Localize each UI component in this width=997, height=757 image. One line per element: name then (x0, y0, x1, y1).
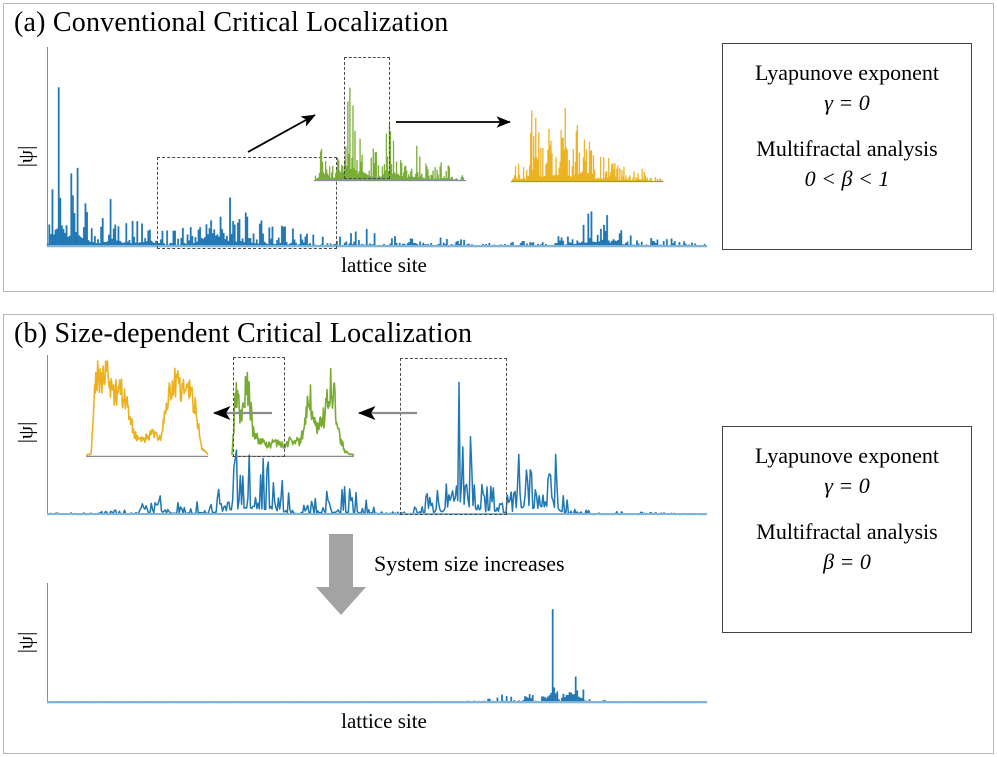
panel-a-infobox: Lyapunove exponent γ = 0 Multifractal an… (722, 43, 972, 250)
panel-b-xlabel: lattice site (341, 709, 427, 733)
panel-b-bottom-y-axis-line (47, 583, 49, 703)
b-inset1-trace (231, 367, 355, 456)
panel-a-info-line-1: Lyapunove exponent (755, 60, 939, 85)
panel-b-bottom-baseline (47, 701, 707, 703)
panel-a-arrows (247, 114, 511, 153)
panel-a-arrow-1 (247, 114, 316, 153)
panel-b-top-y-axis-line (47, 355, 49, 515)
panel-b-top-baseline (47, 513, 707, 515)
panel-a-info-line-3: Multifractal analysis (756, 136, 938, 161)
panel-b-infobox: Lyapunove exponent γ = 0 Multifractal an… (722, 426, 972, 633)
panel-b-top-axes (47, 355, 707, 516)
panel-a-selection-box-1 (157, 157, 337, 249)
panel-b-selection-box-1 (400, 358, 507, 515)
panel-b-bottom-axes (46, 583, 708, 704)
panel-a: (a) Conventional Critical Localization |… (3, 3, 994, 292)
panel-b-info-line-2: γ = 0 (824, 473, 870, 498)
panel-b-info-line-4: β = 0 (823, 549, 871, 574)
b-main-bottom-trace (46, 609, 708, 704)
panel-b-info-line-3: Multifractal analysis (756, 519, 938, 544)
panel-a-axes (46, 47, 708, 249)
panel-a-selection-box-2 (344, 57, 390, 179)
panel-b-info-line-1: Lyapunove exponent (755, 443, 939, 468)
panel-b-bottom-plot (46, 609, 708, 704)
panel-b-info-gap (735, 501, 959, 517)
panel-a-info-line-2: γ = 0 (824, 90, 870, 115)
panel-a-info-line-4: 0 < β < 1 (804, 166, 890, 191)
system-size-arrow-icon (316, 534, 366, 615)
a-main-trace (46, 87, 708, 248)
panel-a-info-gap (735, 118, 959, 134)
panel-b-orange-inset (85, 360, 209, 458)
panel-a-green-inset (313, 87, 467, 182)
panel-b-title: (b) Size-dependent Critical Localization (14, 318, 473, 349)
panel-b-selection-box-2 (233, 357, 285, 457)
panel-b-arrows (212, 405, 417, 615)
panel-a-title: (a) Conventional Critical Localization (14, 7, 449, 38)
panel-a-xlabel: lattice site (341, 253, 427, 277)
panel-b-bottom-ylabel: |ψ| (13, 631, 38, 654)
panel-b-arrow-annotation: System size increases (374, 551, 565, 576)
b-inset2-trace (85, 360, 209, 457)
panel-a-orange-inset (510, 107, 664, 183)
panel-b: (b) Size-dependent Critical Localization… (3, 314, 994, 754)
panel-a-baseline (47, 245, 707, 247)
panel-a-y-axis-line (47, 47, 49, 247)
